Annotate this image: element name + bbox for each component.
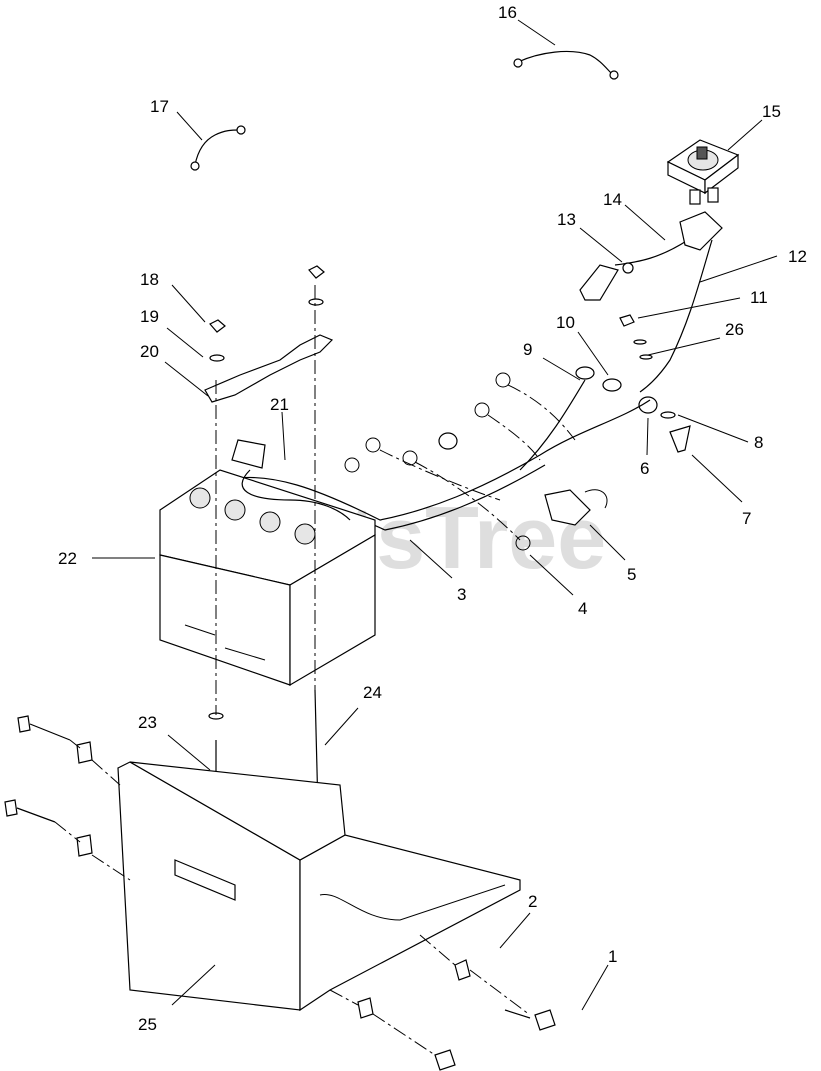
part-5-connector-plug: [544, 489, 608, 526]
callout-6: 6: [640, 459, 649, 478]
callout-1: 1: [608, 947, 617, 966]
part-16-ground-wire: [513, 50, 619, 80]
callout-8: 8: [754, 433, 763, 452]
callout-19: 19: [140, 307, 159, 326]
callout-4: 4: [578, 599, 587, 618]
part-13-cable-end: [579, 262, 634, 301]
part-11-nut: [619, 314, 635, 327]
part-bolt-left-lower: [4, 799, 56, 823]
part-7-bolt: [669, 425, 691, 453]
part-26-washer: [633, 339, 653, 360]
part-17-ground-wire: [190, 125, 246, 171]
part-10-cable-terminal: [602, 378, 622, 392]
callout-20: 20: [140, 342, 159, 361]
part-8-washer: [660, 411, 676, 419]
part-25-battery-tray: [117, 761, 521, 1012]
callout-24: 24: [363, 683, 382, 702]
callout-2: 2: [528, 892, 537, 911]
callout-21: 21: [270, 395, 289, 414]
callout-9: 9: [523, 340, 532, 359]
part-22-battery: [159, 469, 376, 687]
callout-25: 25: [138, 1015, 157, 1034]
callout-7: 7: [742, 509, 751, 528]
part-2-clip-nut: [76, 741, 471, 1019]
part-21-battery-cable: [231, 439, 351, 521]
callout-22: 22: [58, 549, 77, 568]
part-12-cable: [639, 239, 713, 393]
callout-18: 18: [140, 270, 159, 289]
callout-13: 13: [557, 210, 576, 229]
part-bolt-left-upper: [17, 715, 71, 741]
callout-26: 26: [725, 320, 744, 339]
part-6-terminal-cap: [638, 396, 658, 414]
callout-15: 15: [762, 102, 781, 121]
leader-lines: [92, 19, 778, 1011]
part-4-hose-clamp: [344, 372, 531, 551]
callout-17: 17: [150, 97, 169, 116]
callout-14: 14: [603, 190, 622, 209]
part-14-battery-cable: [614, 211, 723, 266]
callout-11: 11: [750, 288, 768, 307]
part-9-cable-terminal: [519, 366, 595, 471]
part-1-bolt: [504, 1009, 556, 1031]
callout-16: 16: [498, 3, 517, 22]
part-18-nut: [209, 265, 325, 333]
part-20-hold-down-bar: [204, 334, 334, 403]
callout-10: 10: [556, 313, 575, 332]
callout-5: 5: [627, 565, 636, 584]
part-15-disconnect-switch: [666, 139, 740, 205]
callout-23: 23: [138, 713, 157, 732]
part-19-washer: [209, 298, 324, 362]
callout-12: 12: [788, 247, 807, 266]
part-bolt-bottom: [434, 1049, 456, 1071]
callout-3: 3: [457, 585, 466, 604]
